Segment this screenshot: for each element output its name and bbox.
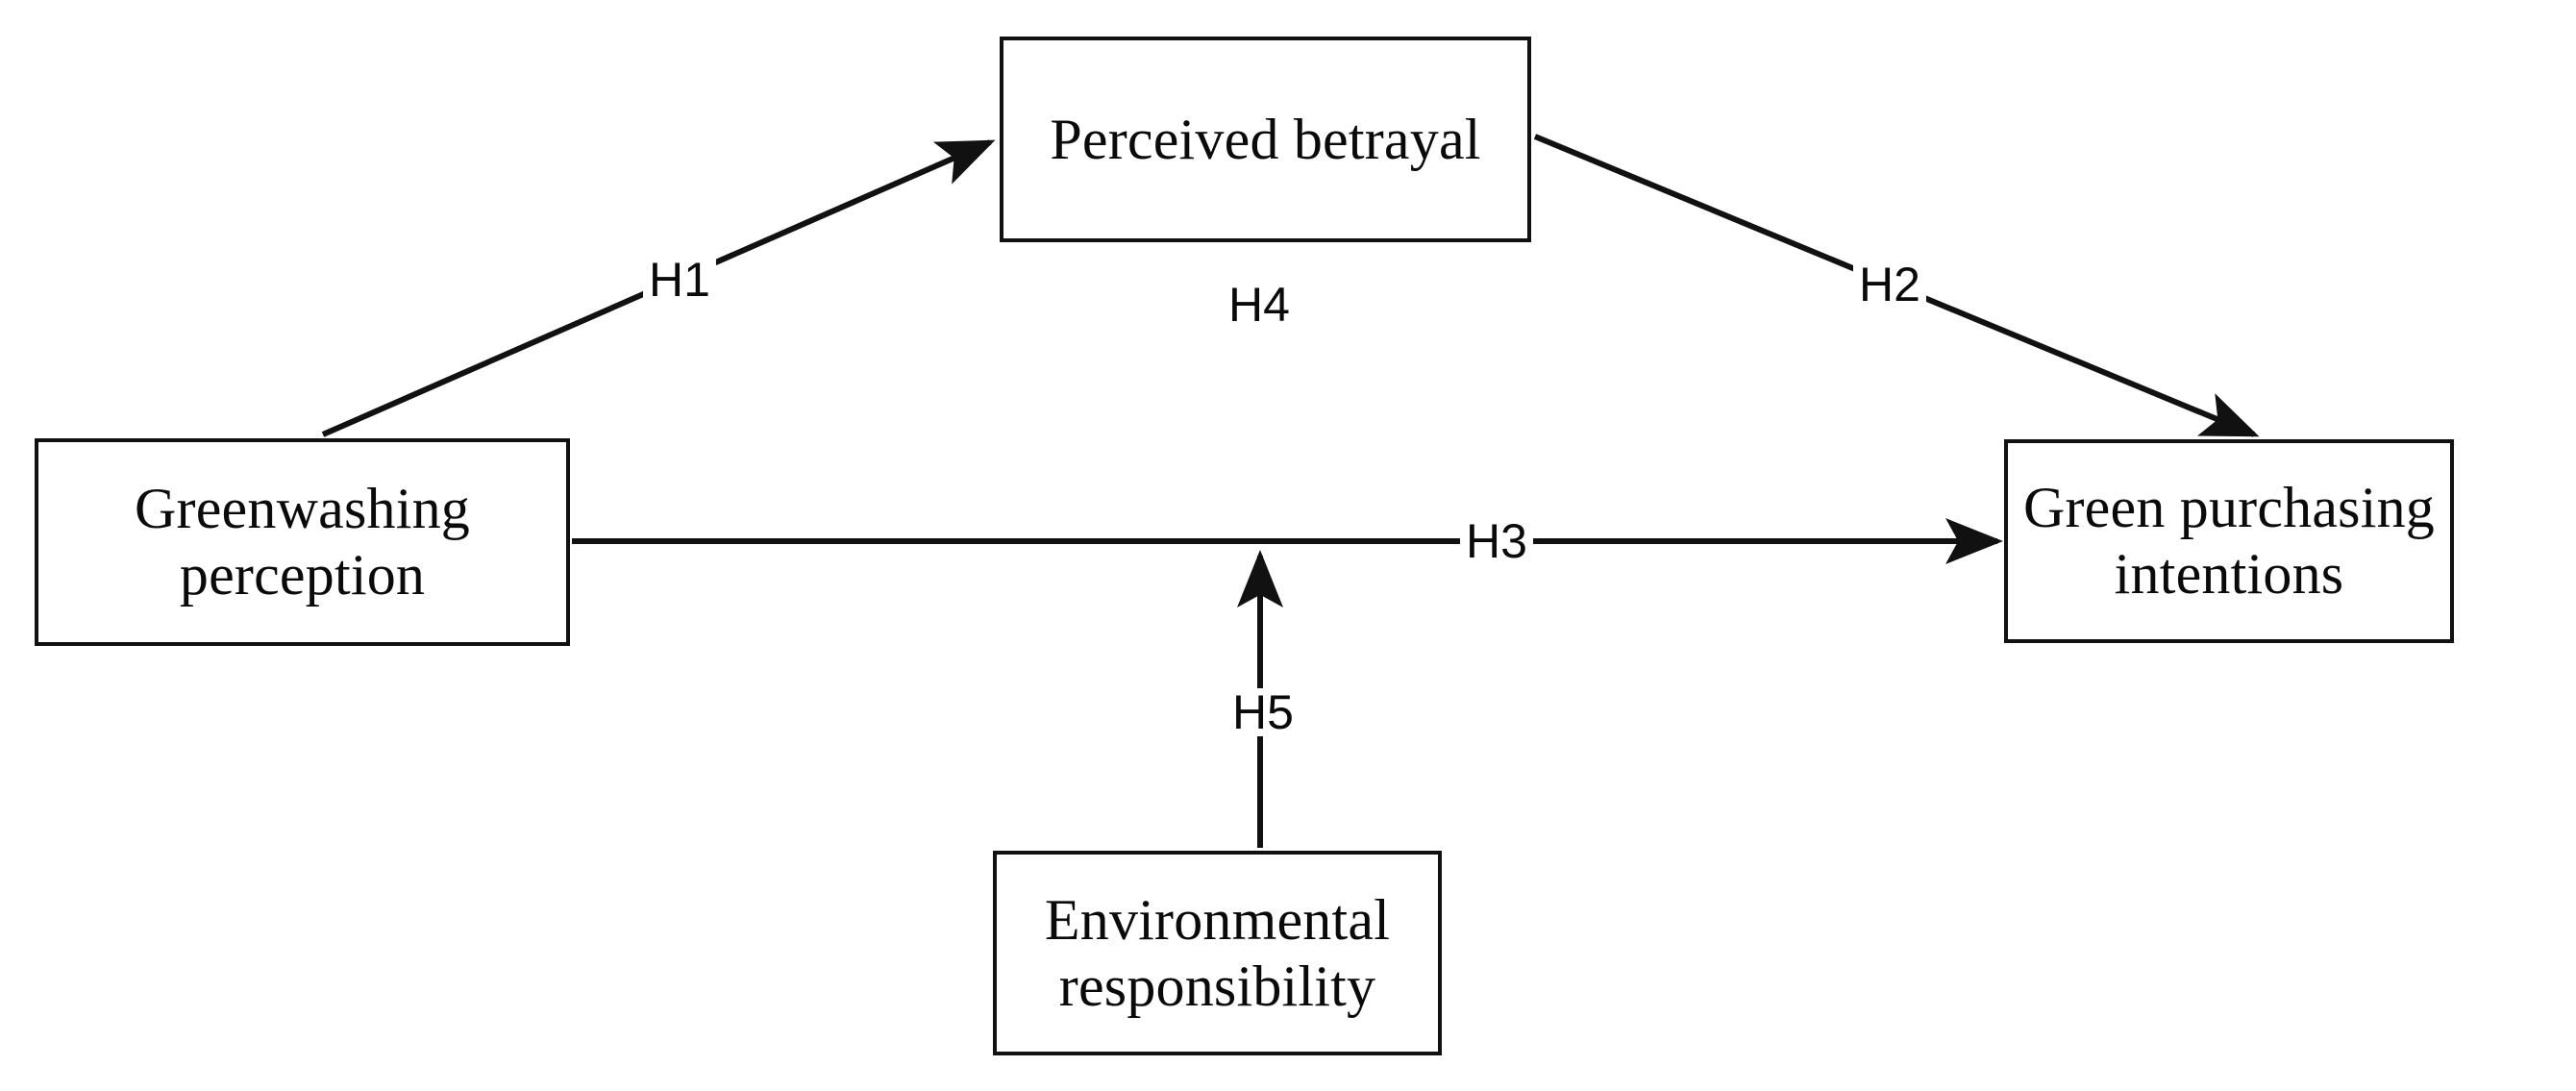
node-green-purchasing-intentions[interactable]: Green purchasing intentions	[2004, 439, 2454, 643]
node-green-purchasing-intentions-label: Green purchasing intentions	[2022, 476, 2436, 606]
node-greenwashing-perception-label: Greenwashing perception	[135, 477, 470, 607]
node-perceived-betrayal[interactable]: Perceived betrayal	[1000, 37, 1531, 242]
edge-label-h2: H2	[1853, 260, 1926, 309]
node-perceived-betrayal-label: Perceived betrayal	[1050, 107, 1481, 171]
edge-label-h4: H4	[1223, 281, 1296, 329]
node-greenwashing-perception[interactable]: Greenwashing perception	[35, 438, 570, 646]
edge-label-h1: H1	[643, 256, 716, 304]
node-environmental-responsibility[interactable]: Environmental responsibility	[993, 851, 1442, 1055]
node-environmental-responsibility-label: Environmental responsibility	[1044, 887, 1391, 1018]
edge-label-h5: H5	[1226, 688, 1300, 736]
edge-label-h3: H3	[1460, 517, 1533, 565]
